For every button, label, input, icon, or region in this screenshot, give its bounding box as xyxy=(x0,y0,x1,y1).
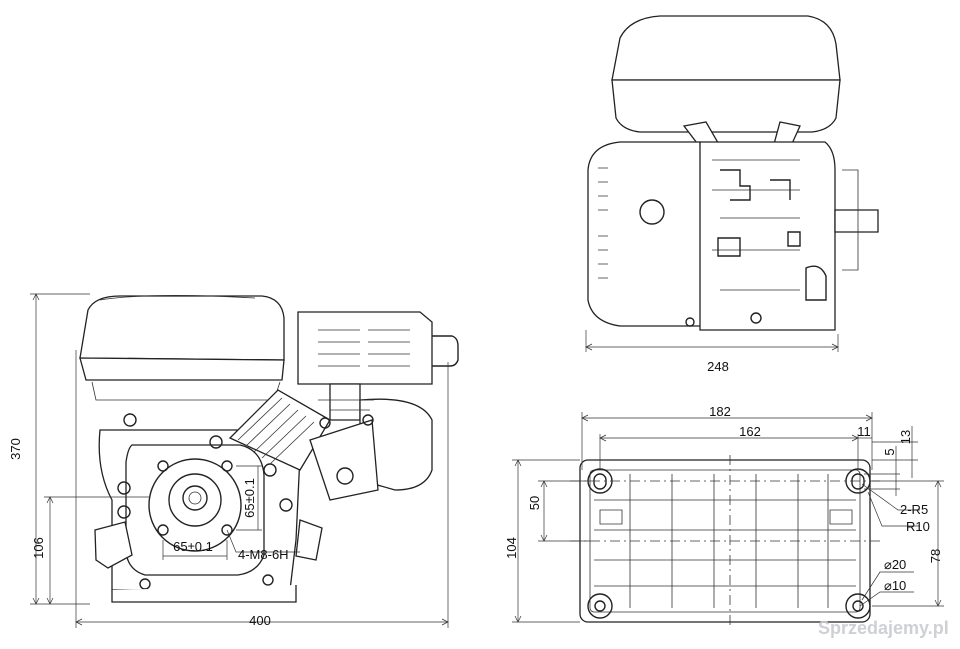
dim-corner-radius: R10 xyxy=(906,519,930,534)
shaft-flange xyxy=(148,458,242,552)
dim-base-depth: 104 xyxy=(504,537,519,559)
mount-hole-bottom-right xyxy=(845,593,871,619)
dim-slot-5: 5 xyxy=(882,448,897,455)
dim-edge-13: 13 xyxy=(898,430,913,444)
dim-hole-span: 162 xyxy=(739,424,761,439)
front-view xyxy=(79,295,459,603)
dim-side-depth: 248 xyxy=(707,359,729,374)
shaft-outer xyxy=(168,473,222,527)
base-dimensions: 182 162 11 13 5 2-R5 R10 104 50 78 ⌀20 xyxy=(504,404,944,623)
dim-front-width: 400 xyxy=(249,613,271,628)
dim-dia-20: ⌀20 xyxy=(884,557,906,572)
shaft-inner xyxy=(182,485,208,511)
dim-pcd-horizontal: 65±0.1 xyxy=(173,539,213,554)
side-dimensions: 248 xyxy=(585,330,839,374)
dim-base-length: 182 xyxy=(709,404,731,419)
dim-hole-pitch-v: 50 xyxy=(527,496,542,510)
mount-hole-bottom-left xyxy=(587,593,613,619)
side-view xyxy=(587,15,879,331)
dim-bolt-spec: 4-M8-6H xyxy=(238,547,289,562)
watermark-logo: Sprzedajemy.pl xyxy=(818,618,949,638)
watermark-text: Sprzedajemy.pl xyxy=(818,618,949,638)
dim-base-78: 78 xyxy=(928,549,943,563)
front-dimensions: 370 106 400 65±0.1 65±0.1 4-M8-6H xyxy=(8,293,449,628)
dim-slot-radius: 2-R5 xyxy=(900,502,928,517)
dim-front-height: 370 xyxy=(8,438,23,460)
dim-dia-10: ⌀10 xyxy=(884,578,906,593)
dim-edge-11: 11 xyxy=(857,424,871,439)
dim-shaft-height: 106 xyxy=(31,537,46,559)
dim-pcd-vertical: 65±0.1 xyxy=(242,478,257,518)
base-view xyxy=(570,455,880,628)
